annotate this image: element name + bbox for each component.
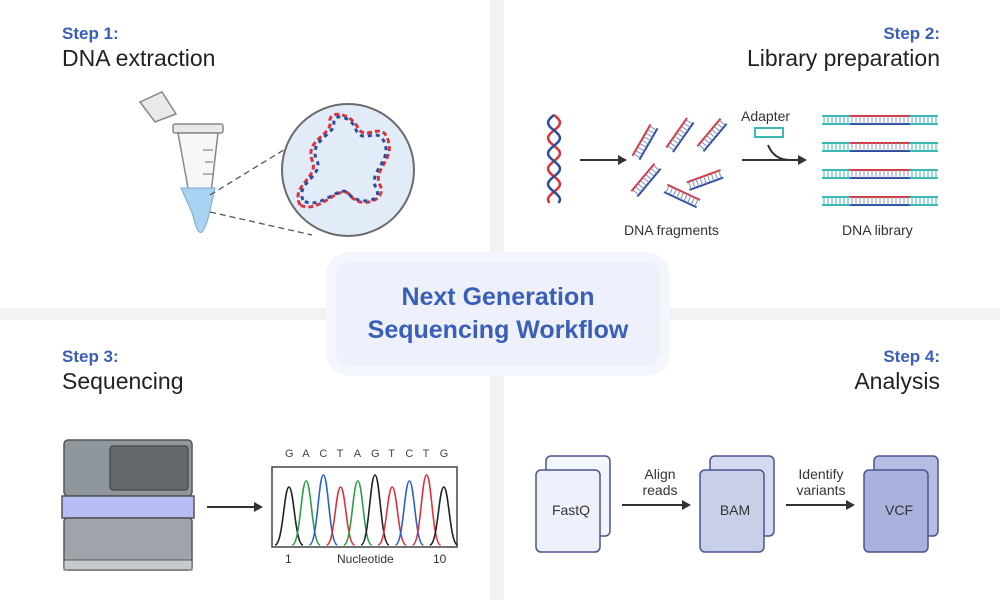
dna-helix-icon (546, 114, 562, 204)
dna-zoom-circle (281, 103, 415, 237)
dna-fragment (630, 162, 662, 198)
library-strand (822, 142, 938, 152)
library-prep-graphic (546, 114, 938, 209)
nucleotide-axis-start: 1 (285, 552, 292, 566)
dna-library-label: DNA library (842, 222, 913, 238)
step-1-number: Step 1: (62, 24, 119, 43)
base-call: T (388, 448, 395, 460)
file-stack-icon (699, 455, 775, 553)
analysis-arrows (622, 500, 855, 510)
base-call: C (319, 448, 328, 460)
library-strand (822, 115, 938, 125)
step-2-number: Step 2: (883, 24, 940, 43)
step-4-title: Analysis (854, 368, 940, 394)
nucleotide-axis-label: Nucleotide (337, 552, 394, 566)
analysis-files (535, 455, 939, 553)
library-strand (822, 196, 938, 206)
base-call: G (371, 448, 380, 460)
adapter-label: Adapter (741, 108, 791, 124)
vcf-file-label: VCF (885, 502, 913, 518)
zoom-lines (209, 139, 313, 236)
dna-fragments-label: DNA fragments (624, 222, 719, 238)
dna-fragment (686, 169, 724, 191)
base-call: G (285, 448, 294, 460)
step-3-title: Sequencing (62, 368, 184, 394)
sequencer-machine-icon (61, 439, 195, 571)
dna-fragment (696, 117, 728, 153)
file-stack-icon (535, 455, 611, 553)
microtube-icon (138, 91, 224, 233)
workflow-title-line-1: Next Generation (401, 283, 595, 311)
chromatogram-peak (411, 474, 442, 546)
chromatogram-peak (394, 480, 425, 546)
step-3-number: Step 3: (62, 347, 119, 366)
dna-fragment (665, 117, 695, 153)
chromatogram-peak (308, 474, 339, 546)
base-call: T (422, 448, 430, 460)
fastq-file-label: FastQ (551, 502, 591, 518)
step-2-title: Library preparation (746, 45, 940, 71)
dna-library-strands (822, 115, 938, 206)
workflow-title-line-2: Sequencing Workflow (367, 316, 629, 344)
chromatogram-peak (291, 480, 321, 546)
nucleotide-axis-end: 10 (433, 552, 447, 566)
chromatogram-peak (274, 486, 304, 546)
dna-fragment (663, 183, 701, 209)
step-1-title: DNA extraction (62, 45, 216, 71)
library-strand (822, 169, 938, 179)
dna-fragment (631, 123, 659, 161)
step-4-number: Step 4: (883, 347, 940, 366)
base-call: A (302, 448, 310, 460)
base-call: C (405, 448, 414, 460)
bam-file-label: BAM (719, 502, 751, 518)
sequencer-arrow (207, 502, 263, 512)
base-call: A (353, 448, 362, 460)
chromatogram-peak (429, 486, 459, 546)
dna-fragments (630, 117, 728, 209)
library-arrows (580, 127, 807, 165)
base-call: T (336, 448, 344, 460)
chromatogram-peak (360, 474, 390, 546)
workflow-title-box: Next Generation Sequencing Workflow (336, 262, 660, 366)
chromatogram (271, 466, 459, 548)
file-stack-icon (863, 455, 939, 553)
chromatogram-peaks (274, 474, 459, 546)
base-call: G (439, 448, 449, 460)
chromatogram-peak (343, 480, 373, 546)
